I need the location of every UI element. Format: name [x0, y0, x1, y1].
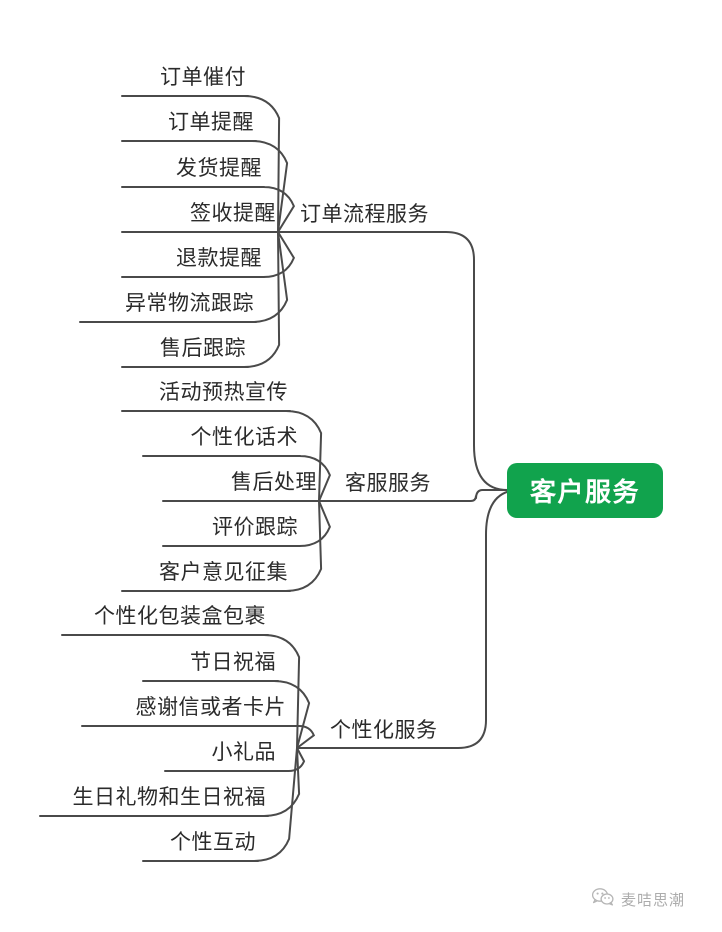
watermark: 麦咭思潮 — [591, 888, 686, 911]
leaf-node-label: 客户意见征集 — [159, 561, 288, 584]
leaf-node-label: 异常物流跟踪 — [125, 292, 254, 315]
branch-node-label: 个性化服务 — [330, 719, 438, 742]
leaf-node[interactable]: 订单提醒 — [122, 108, 256, 138]
branch-node-personalized-service[interactable]: 个性化服务 — [330, 716, 438, 746]
leaf-node-label: 订单催付 — [160, 66, 246, 89]
leaf-node-label: 个性化话术 — [190, 426, 298, 449]
leaf-node-label: 售后处理 — [231, 471, 317, 494]
leaf-edge — [277, 747, 306, 772]
watermark-text: 麦咭思潮 — [621, 892, 686, 909]
leaf-node-label: 个性互动 — [170, 831, 256, 854]
leaf-node-label: 活动预热宣传 — [159, 381, 288, 404]
leaf-node[interactable]: 小礼品 — [165, 738, 278, 768]
leaf-node-label: 小礼品 — [211, 741, 276, 764]
trunk-edge-order-process-service — [439, 231, 508, 491]
leaf-node[interactable]: 售后处理 — [163, 468, 319, 498]
leaf-node[interactable]: 退款提醒 — [122, 244, 264, 274]
leaf-node-label: 签收提醒 — [190, 202, 276, 225]
leaf-node-label: 订单提醒 — [168, 111, 254, 134]
branch-node-customer-support-service[interactable]: 客服服务 — [345, 469, 431, 499]
leaf-edge — [299, 500, 331, 547]
leaf-node[interactable]: 客户意见征集 — [122, 558, 290, 588]
leaf-edge — [287, 725, 316, 749]
leaf-node[interactable]: 节日祝福 — [143, 648, 278, 678]
leaf-edge — [263, 231, 295, 278]
leaf-node[interactable]: 个性化包装盒包裹 — [62, 602, 268, 632]
leaf-node-label: 评价跟踪 — [212, 516, 298, 539]
leaf-node[interactable]: 评价跟踪 — [163, 513, 300, 543]
trunk-edge-customer-support-service — [441, 489, 496, 502]
root-node-label: 客户服务 — [529, 477, 640, 507]
branch-node-order-process-service[interactable]: 订单流程服务 — [300, 200, 429, 230]
trunk-edge-personalized-service — [451, 489, 520, 749]
leaf-node[interactable]: 订单催付 — [122, 63, 248, 93]
leaf-node[interactable]: 签收提醒 — [122, 199, 278, 229]
leaf-node[interactable]: 发货提醒 — [122, 154, 264, 184]
leaf-node[interactable]: 活动预热宣传 — [122, 378, 290, 408]
leaf-node[interactable]: 个性化话术 — [143, 423, 300, 453]
leaf-node-label: 节日祝福 — [190, 651, 276, 674]
leaf-node-label: 退款提醒 — [176, 247, 262, 270]
leaf-node-label: 售后跟踪 — [160, 337, 246, 360]
leaf-node-label: 个性化包装盒包裹 — [94, 605, 266, 628]
root-node[interactable]: 客户服务 — [507, 463, 663, 518]
wechat-icon — [591, 888, 614, 911]
branch-node-label: 客服服务 — [345, 472, 431, 495]
leaf-node-label: 感谢信或者卡片 — [135, 696, 286, 719]
leaf-node[interactable]: 感谢信或者卡片 — [82, 693, 288, 723]
leaf-node[interactable]: 售后跟踪 — [122, 334, 248, 364]
leaf-node-label: 发货提醒 — [176, 157, 262, 180]
branch-node-label: 订单流程服务 — [300, 203, 429, 226]
leaf-node[interactable]: 异常物流跟踪 — [80, 289, 256, 319]
leaf-node-label: 生日礼物和生日祝福 — [72, 786, 266, 809]
leaf-node[interactable]: 个性互动 — [143, 828, 258, 858]
leaf-node[interactable]: 生日礼物和生日祝福 — [40, 783, 268, 813]
